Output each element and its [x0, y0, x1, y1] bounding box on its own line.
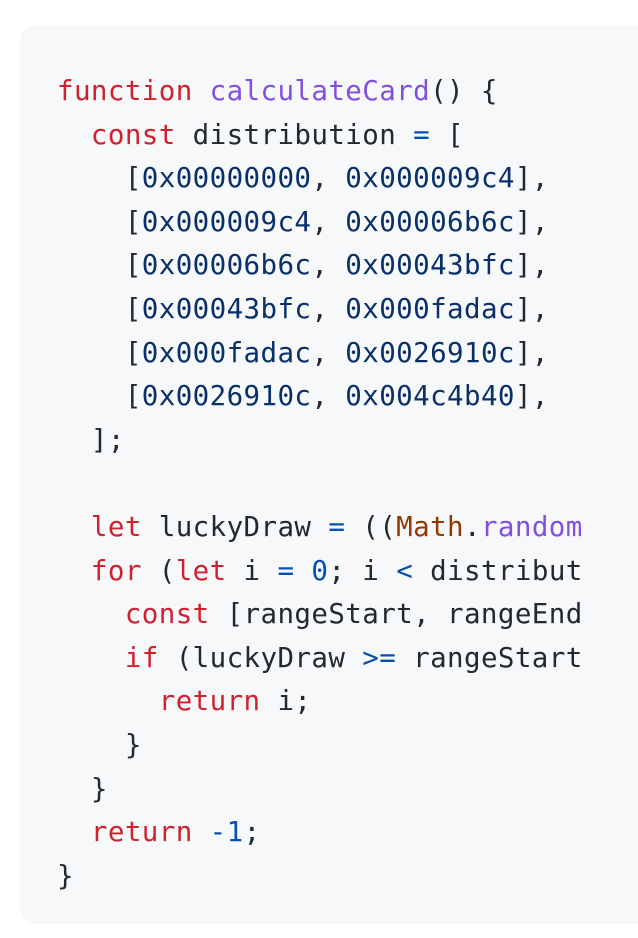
code-token-pl: ], — [514, 380, 549, 413]
code-line: [0x00043bfc, 0x000fadac], — [57, 288, 583, 332]
code-line: for (let i = 0; i < distribut — [57, 550, 583, 594]
code-token-pl: () { — [430, 75, 498, 107]
code-line: [0x0026910c, 0x004c4b40], — [57, 375, 583, 419]
code-token-pl: ; i — [328, 554, 397, 587]
code-line: const distribution = [ — [57, 114, 583, 158]
code-block: function calculateCard() { const distrib… — [20, 26, 638, 924]
code-line: [0x000009c4, 0x00006b6c], — [57, 201, 583, 245]
code-token-pl: ], — [514, 162, 549, 195]
code-token-pl — [57, 119, 91, 151]
code-token-obj: Math — [396, 510, 464, 543]
code-token-op: = — [277, 554, 295, 587]
code-token-pl — [57, 555, 91, 587]
code-token-pl — [294, 555, 311, 587]
code-lines: function calculateCard() { const distrib… — [57, 70, 583, 898]
code-token-kw: for — [90, 554, 142, 587]
code-token-op: = — [328, 510, 346, 543]
code-token-pl — [57, 816, 91, 848]
code-line: [0x00000000, 0x000009c4], — [57, 157, 583, 201]
code-token-kw: const — [90, 118, 176, 151]
code-line: if (luckyDraw >= rangeStart — [57, 637, 583, 681]
code-token-pl — [193, 816, 210, 848]
code-line: const [rangeStart, rangeEnd — [57, 593, 583, 637]
code-token-kw: const — [124, 598, 210, 631]
code-token-pl: } — [57, 728, 142, 761]
code-token-kw: function — [57, 75, 193, 107]
code-token-pl: [ — [430, 118, 464, 151]
code-line: return i; — [57, 680, 583, 724]
code-token-pl: (( — [345, 510, 397, 543]
code-token-pl: (luckyDraw — [158, 641, 363, 674]
code-token-pl: , — [311, 380, 346, 413]
code-token-pl: [ — [57, 292, 142, 325]
code-token-num: 0x000009c4 — [345, 162, 515, 195]
code-token-num: 0x00006b6c — [141, 249, 312, 282]
code-token-pl: [ — [57, 249, 142, 282]
code-line: [0x000fadac, 0x0026910c], — [57, 332, 583, 376]
code-token-num: 0x00000000 — [141, 162, 312, 195]
code-line: [0x00006b6c, 0x00043bfc], — [57, 244, 583, 288]
code-token-pl: i — [226, 554, 278, 587]
code-token-num: 0x0026910c — [141, 380, 312, 413]
code-line: return -1; — [57, 811, 583, 855]
code-line: let luckyDraw = ((Math.random — [57, 506, 583, 550]
code-token-op: 0 — [311, 554, 329, 587]
code-line: } — [57, 768, 583, 812]
code-token-pl: ( — [141, 554, 176, 587]
code-token-op: < — [396, 554, 414, 587]
code-token-kw: return — [158, 685, 261, 718]
code-token-pl: , — [311, 162, 346, 195]
code-token-pl: [ — [57, 336, 142, 369]
code-token-pl: , — [311, 205, 346, 238]
code-token-num: 0x00006b6c — [345, 205, 515, 238]
code-token-fn: calculateCard — [209, 75, 431, 107]
code-token-pl: , — [311, 249, 346, 282]
code-token-kw: let — [90, 510, 142, 543]
code-token-op: -1 — [209, 816, 244, 849]
code-token-pl: [rangeStart, rangeEnd — [209, 598, 583, 631]
code-token-pl: } — [57, 859, 74, 892]
code-token-pl: ], — [514, 249, 549, 282]
code-token-pl: ], — [514, 292, 549, 325]
code-token-op: = — [413, 118, 431, 151]
code-token-kw: return — [90, 816, 193, 849]
code-token-pl — [193, 75, 210, 107]
code-token-pl: . — [464, 510, 481, 543]
code-token-num: 0x000fadac — [141, 336, 312, 369]
code-token-pl — [57, 685, 159, 717]
code-token-num: 0x000fadac — [345, 292, 515, 325]
code-token-pl: ]; — [57, 423, 125, 456]
code-token-num: 0x000009c4 — [141, 205, 312, 238]
code-token-pl: ], — [514, 205, 549, 238]
code-token-pl: [ — [57, 162, 142, 195]
code-token-num: 0x0026910c — [345, 336, 515, 369]
code-token-pl: rangeStart — [396, 641, 583, 674]
code-token-fn: random — [480, 510, 583, 543]
code-line: } — [57, 724, 583, 768]
code-line: } — [57, 855, 583, 899]
code-token-pl — [57, 642, 125, 674]
code-token-pl: luckyDraw — [141, 510, 329, 543]
code-token-pl: ], — [514, 336, 549, 369]
code-token-num: 0x00043bfc — [345, 249, 515, 282]
code-token-kw: if — [124, 641, 159, 674]
code-token-pl — [57, 598, 125, 630]
code-token-pl: , — [311, 292, 346, 325]
code-token-pl: ; — [243, 816, 261, 849]
code-token-pl: distribution — [175, 118, 414, 151]
code-line: ​ — [57, 462, 583, 506]
code-token-pl — [57, 511, 91, 543]
code-token-op: >= — [362, 641, 397, 674]
code-token-kw: let — [175, 554, 227, 587]
code-token-pl: , — [311, 336, 346, 369]
code-token-pl: [ — [57, 205, 142, 238]
code-token-pl: [ — [57, 380, 142, 413]
code-token-pl: } — [57, 772, 108, 805]
code-line: ]; — [57, 419, 583, 463]
code-token-pl: distribut — [413, 554, 583, 587]
code-token-num: 0x004c4b40 — [345, 380, 515, 413]
code-token-pl: i; — [260, 685, 312, 718]
code-line: function calculateCard() { — [57, 70, 583, 114]
code-token-num: 0x00043bfc — [141, 292, 312, 325]
